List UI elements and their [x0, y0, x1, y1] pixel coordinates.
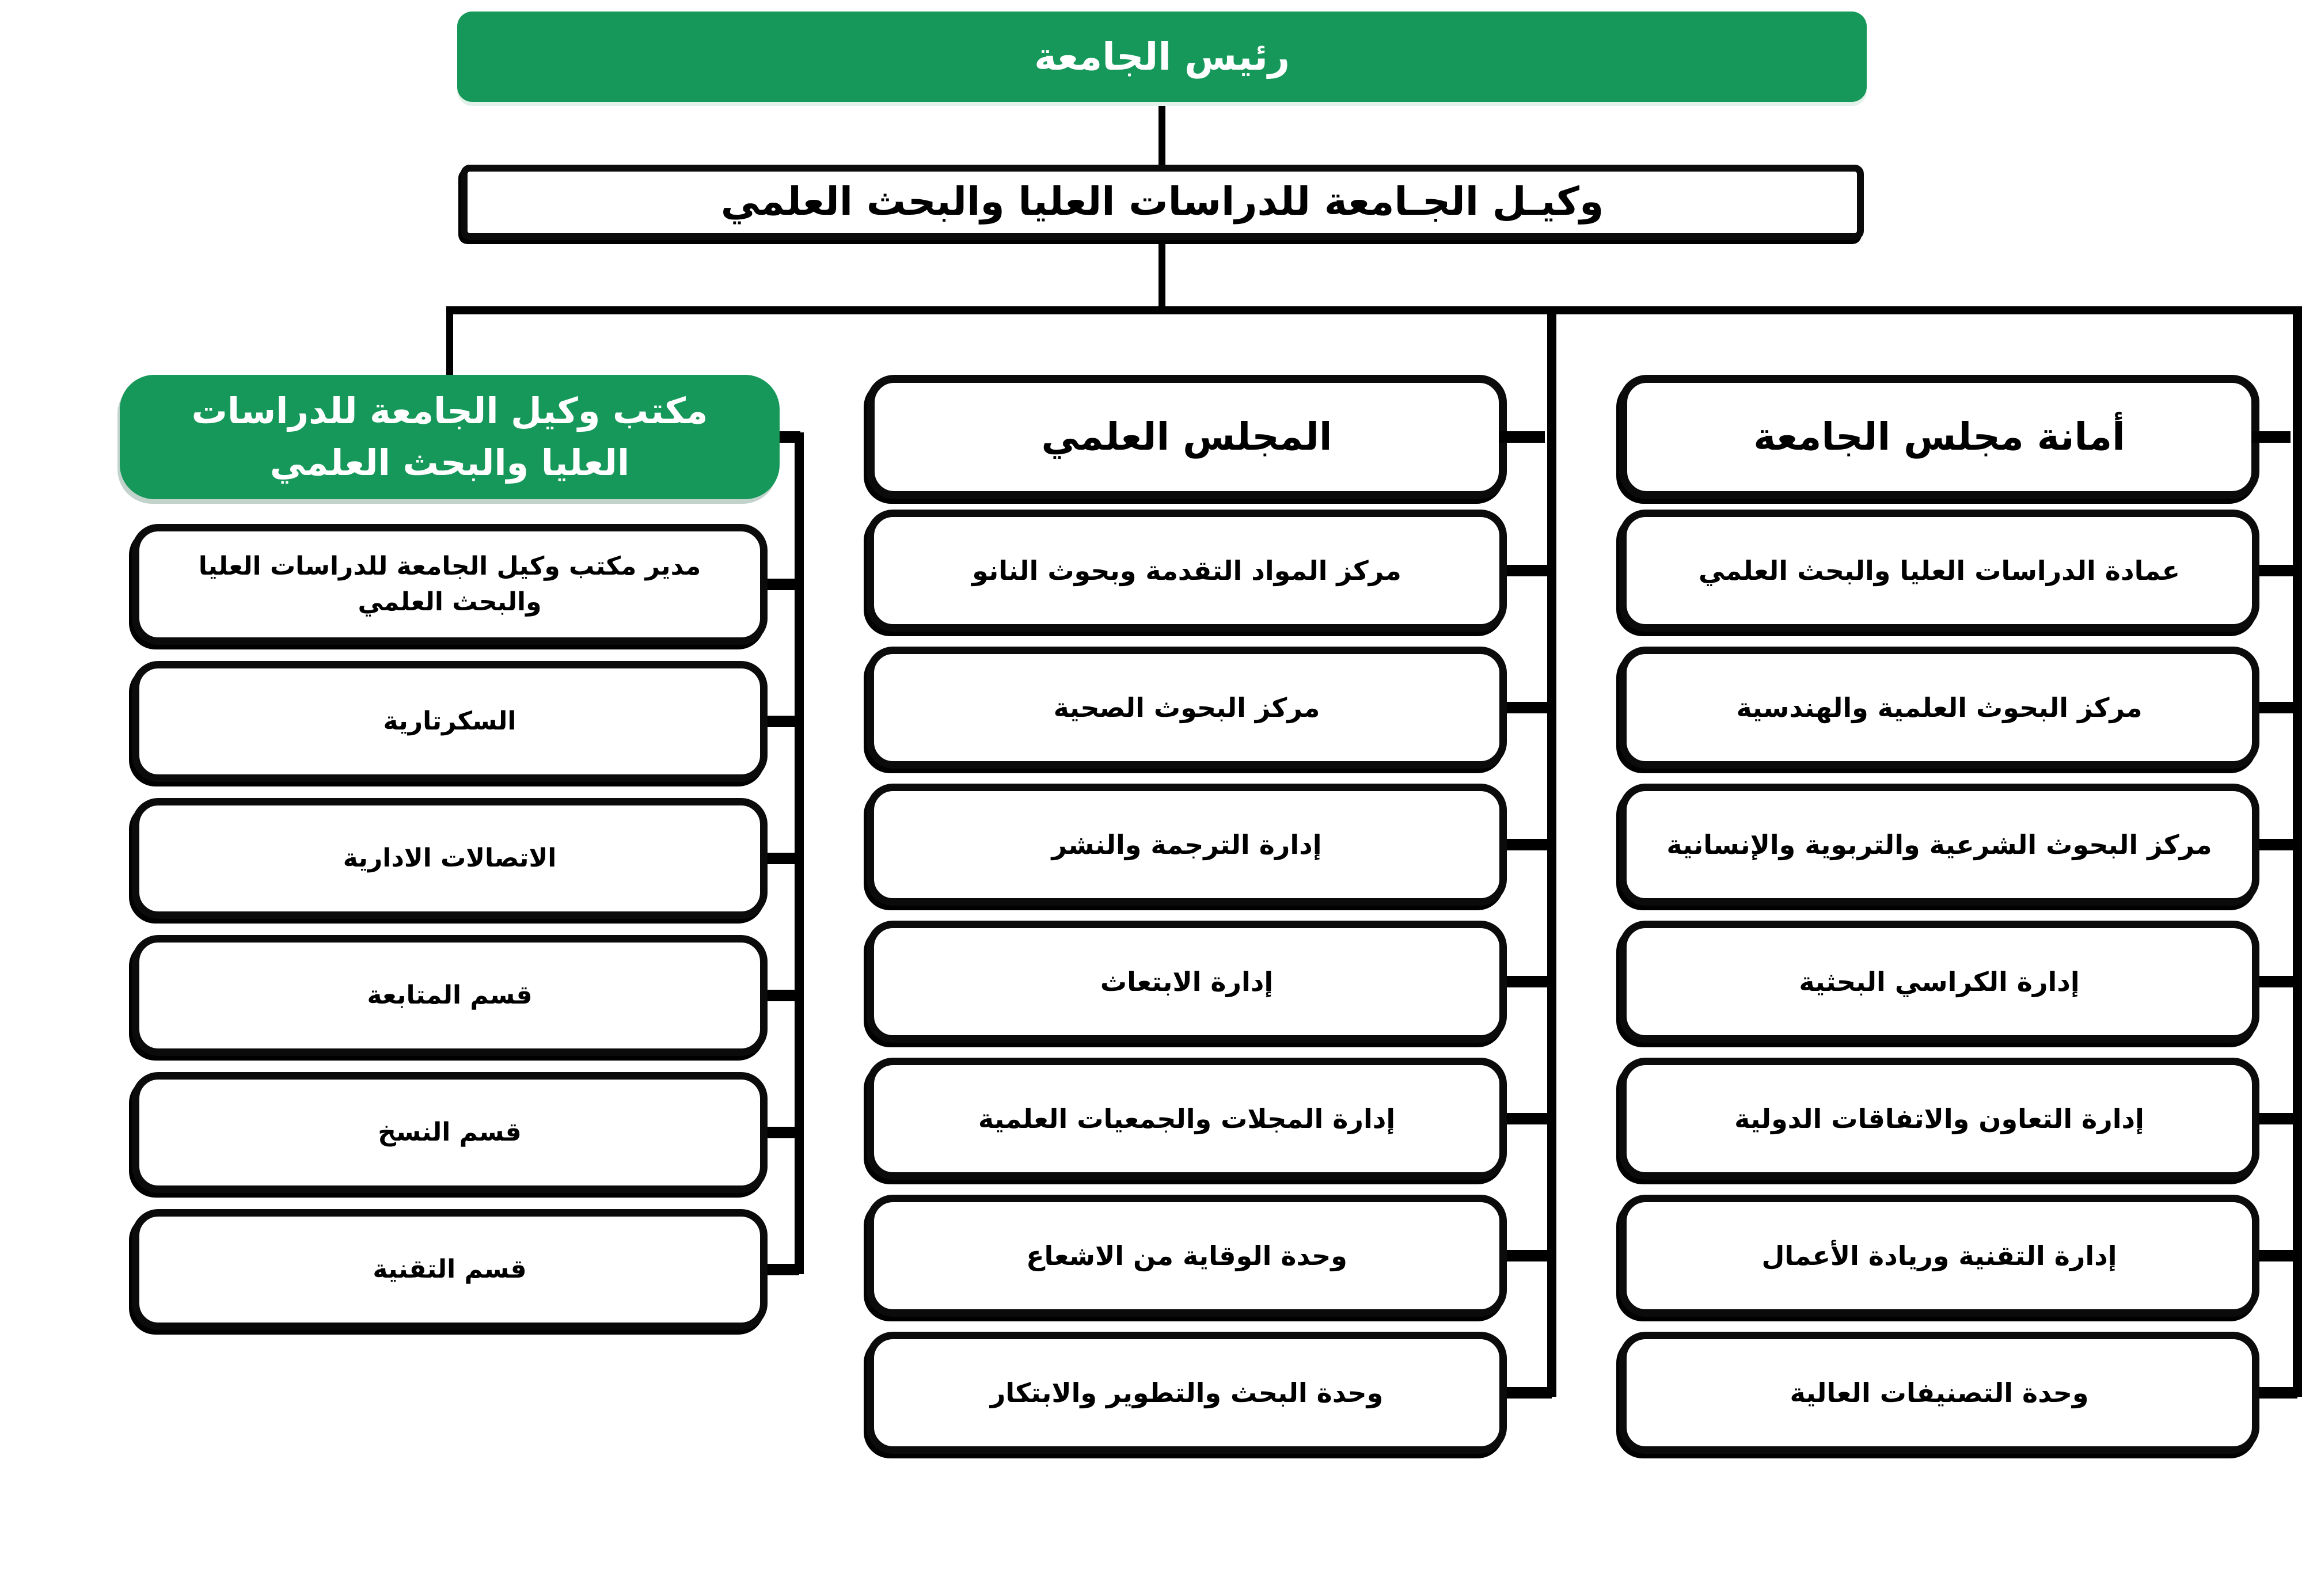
node-vice-rector: وكيـل الجـامعة للدراسات العليا والبحث ال…: [461, 165, 1864, 240]
connector-line: [450, 306, 2302, 314]
org-node: قسم النسخ: [132, 1072, 799, 1193]
org-node: مركز المواد التقدمة وبحوث النانو: [867, 510, 1552, 632]
org-node: قسم التقنية: [132, 1209, 799, 1330]
org-node: مدير مكتب وكيل الجامعة للدراسات العليا و…: [132, 524, 799, 645]
node-university-council-secretariat: أمانة مجلس الجامعة: [1619, 375, 2291, 499]
org-node: السكرتارية: [132, 661, 799, 782]
org-node: مركز البحوث الصحية: [867, 647, 1552, 769]
org-node: الاتصالات الادارية: [132, 798, 799, 919]
org-node: وحدة التصنيفات العالية: [1619, 1332, 2297, 1454]
org-node: عمادة الدراسات العليا والبحث العلمي: [1619, 510, 2297, 632]
org-node: إدارة المجلات والجمعيات العلمية: [867, 1058, 1552, 1180]
org-node: وحدة البحث والتطوير والابتكار: [867, 1332, 1552, 1454]
connector-line: [1158, 237, 1165, 314]
connector-line: [446, 306, 453, 379]
office-children-column: مدير مكتب وكيل الجامعة للدراسات العليا و…: [132, 524, 799, 1330]
org-node: إدارة الكراسي البحثية: [1619, 921, 2297, 1043]
secretariat-children-column: عمادة الدراسات العليا والبحث العلمي مركز …: [1619, 510, 2297, 1454]
node-university-president: رئيس الجامعة: [457, 12, 1867, 102]
org-node: إدارة التقنية وريادة الأعمال: [1619, 1195, 2297, 1317]
org-node: إدارة الترجمة والنشر: [867, 784, 1552, 906]
connector-line: [795, 432, 804, 1274]
node-scientific-council: المجلس العلمي: [867, 375, 1545, 499]
org-node: مركز البحوث العلمية والهندسية: [1619, 647, 2297, 769]
scientific-council-children-column: مركز المواد التقدمة وبحوث النانو مركز الب…: [867, 510, 1552, 1454]
org-node: قسم المتابعة: [132, 935, 799, 1056]
connector-line: [1547, 306, 1556, 1397]
org-node: مركز البحوث الشرعية والتربوية والإنسانية: [1619, 784, 2297, 906]
node-office-of-vice-rector: مكتب وكيل الجامعة للدراسات العليا والبحث…: [120, 375, 800, 499]
connector-line: [1158, 99, 1165, 168]
connector-line: [2293, 306, 2302, 1397]
org-node: إدارة التعاون والاتفاقات الدولية: [1619, 1058, 2297, 1180]
org-node: وحدة الوقاية من الاشعاع: [867, 1195, 1552, 1317]
org-node: إدارة الابتعاث: [867, 921, 1552, 1043]
